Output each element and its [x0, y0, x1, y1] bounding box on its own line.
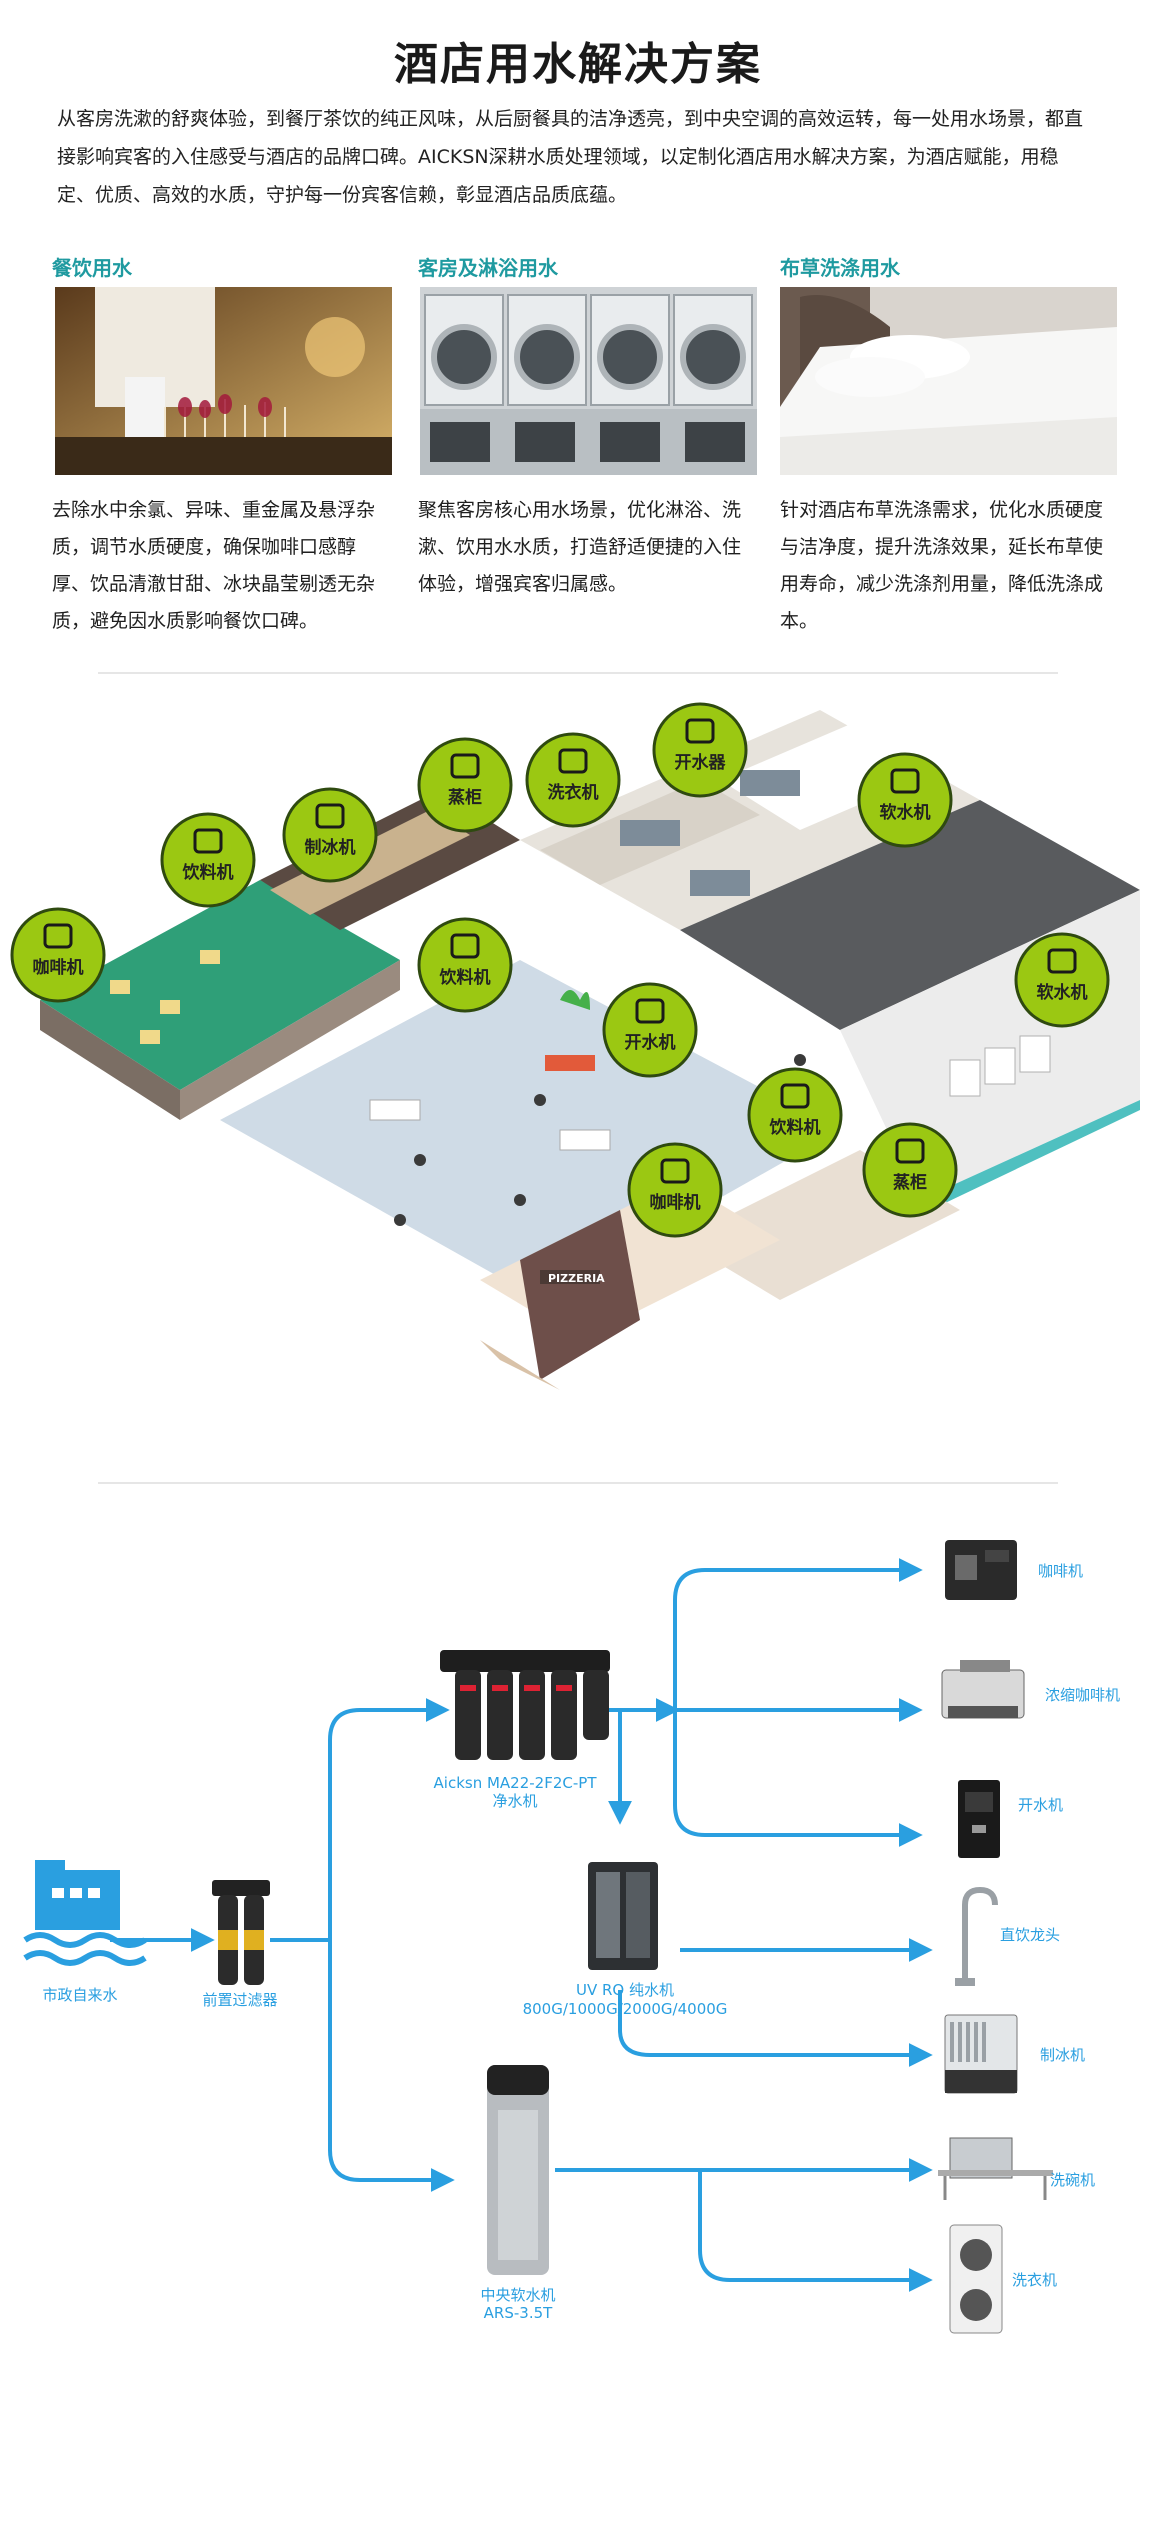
- faucet-icon: [955, 1886, 998, 1986]
- municipal-water-icon: [23, 1860, 147, 1966]
- scene-badge-label: 蒸柜: [448, 787, 482, 808]
- water-drop-icon: [1047, 948, 1077, 974]
- water-drop-icon: [890, 768, 920, 794]
- divider-1: [98, 672, 1058, 674]
- label-softener-model: ARS-3.5T: [484, 2304, 553, 2322]
- scene-badge-label: 开水机: [625, 1032, 676, 1053]
- intro-paragraph: 从客房洗漱的舒爽体验，到餐厅茶饮的纯正风味，从后厨餐具的洁净透亮，到中央空调的高…: [57, 108, 1084, 206]
- label-ro-capacity: 800G/1000G/2000G/4000G: [523, 2000, 728, 2018]
- label-softener-type: 中央软水机: [480, 2286, 555, 2304]
- drink-cup-icon: [193, 828, 223, 854]
- scene-badge-label: 洗衣机: [548, 782, 599, 803]
- scene-badge-5: 开水器: [652, 702, 748, 798]
- washing-machine-icon: [949, 2224, 1003, 2334]
- label-output-boiler: 开水机: [1018, 1796, 1063, 1814]
- label-purifier-model: Aicksn MA22-2F2C-PT: [434, 1774, 598, 1792]
- label-prefilter: 前置过滤器: [202, 1991, 277, 2009]
- kettle-icon: [685, 718, 715, 744]
- scene-badge-10: 饮料机: [747, 1067, 843, 1163]
- label-output-coffee: 咖啡机: [1038, 1562, 1083, 1580]
- scene-badge-label: 蒸柜: [893, 1172, 927, 1193]
- steamer-icon: [895, 1138, 925, 1164]
- card-heading-guestroom: 客房及淋浴用水: [418, 256, 558, 280]
- label-purifier-type: 净水机: [492, 1792, 537, 1810]
- card-text-dining: 去除水中余氯、异味、重金属及悬浮杂质，调节水质硬度，确保咖啡口感醇厚、饮品清澈甘…: [52, 499, 376, 632]
- label-ro-type: UV RO 纯水机: [576, 1981, 674, 1999]
- page-title: 酒店用水解决方案: [394, 39, 762, 90]
- scene-badge-12: 咖啡机: [627, 1142, 723, 1238]
- scene-badge-label: 饮料机: [769, 1117, 821, 1138]
- scene-badge-3: 蒸柜: [417, 737, 513, 833]
- card-text-guestroom: 聚焦客房核心用水场景，优化淋浴、洗漱、饮用水水质，打造舒适便捷的入住体验，增强宾…: [418, 499, 742, 595]
- label-output-washer: 洗衣机: [1012, 2271, 1057, 2289]
- label-source: 市政自来水: [42, 1986, 117, 2004]
- label-output-faucet: 直饮龙头: [1000, 1926, 1060, 1944]
- ro-device: [588, 1862, 658, 1970]
- scene-badge-11: 蒸柜: [862, 1122, 958, 1218]
- coffee-cup-icon: [43, 923, 73, 949]
- steamer-icon: [450, 753, 480, 779]
- ice-maker-icon: [944, 2014, 1018, 2094]
- card-heading-linen: 布草洗涤用水: [780, 256, 900, 280]
- softener-device: [487, 2065, 549, 2275]
- scene-badge-9: 开水机: [602, 982, 698, 1078]
- card-text-linen: 针对酒店布草洗涤需求，优化水质硬度与洁净度，提升洗涤效果，延长布草使用寿命，减少…: [780, 499, 1104, 632]
- scene-badge-label: 咖啡机: [33, 957, 84, 978]
- card-image-bed: [780, 287, 1117, 475]
- card-heading-dining: 餐饮用水: [52, 256, 132, 280]
- card-image-dining: [55, 287, 392, 475]
- scene-badge-label: 饮料机: [182, 862, 234, 883]
- divider-2: [98, 1482, 1058, 1484]
- scene-badge-label: 咖啡机: [650, 1192, 701, 1213]
- bottle-icon: [450, 933, 480, 959]
- scene-badge-7: 饮料机: [417, 917, 513, 1013]
- purifier-device: [440, 1650, 610, 1760]
- hotel-scene-illustration: PIZZERIA 咖啡机饮料机制冰机蒸柜洗衣机开水器软水机饮料机软水机开水机饮料…: [0, 700, 1156, 1460]
- scene-badge-label: 软水机: [1037, 982, 1088, 1003]
- drink-cup-icon: [780, 1083, 810, 1109]
- ice-cube-icon: [315, 803, 345, 829]
- scene-badge-label: 饮料机: [439, 967, 491, 988]
- scene-badge-2: 制冰机: [282, 787, 378, 883]
- water-boiler-icon: [958, 1780, 1000, 1858]
- pizzeria-sign: PIZZERIA: [548, 1272, 605, 1285]
- card-image-laundry: [420, 287, 757, 475]
- kettle-icon: [635, 998, 665, 1024]
- label-output-ice: 制冰机: [1040, 2046, 1085, 2064]
- prefilter-device: [212, 1880, 270, 1985]
- scene-badge-1: 饮料机: [160, 812, 256, 908]
- label-output-espresso: 浓缩咖啡机: [1045, 1686, 1120, 1704]
- scene-badge-4: 洗衣机: [525, 732, 621, 828]
- scene-badge-label: 开水器: [675, 752, 727, 773]
- scene-badge-label: 制冰机: [305, 837, 356, 858]
- scene-badge-8: 软水机: [1014, 932, 1110, 1028]
- dishwasher-icon: [938, 2137, 1053, 2200]
- washer-icon: [558, 748, 588, 774]
- scene-badge-6: 软水机: [857, 752, 953, 848]
- espresso-machine-icon: [941, 1660, 1025, 1719]
- scene-badge-label: 软水机: [880, 802, 931, 823]
- scene-badge-0: 咖啡机: [10, 907, 106, 1003]
- label-output-dishwasher: 洗碗机: [1050, 2171, 1095, 2189]
- coffee-cup-icon: [660, 1158, 690, 1184]
- water-flow-diagram: 市政自来水 前置过滤器 Aicksn MA22-2F2C-PT 净水机 UV R…: [0, 1510, 1156, 2410]
- coffee-machine-icon: [945, 1540, 1017, 1600]
